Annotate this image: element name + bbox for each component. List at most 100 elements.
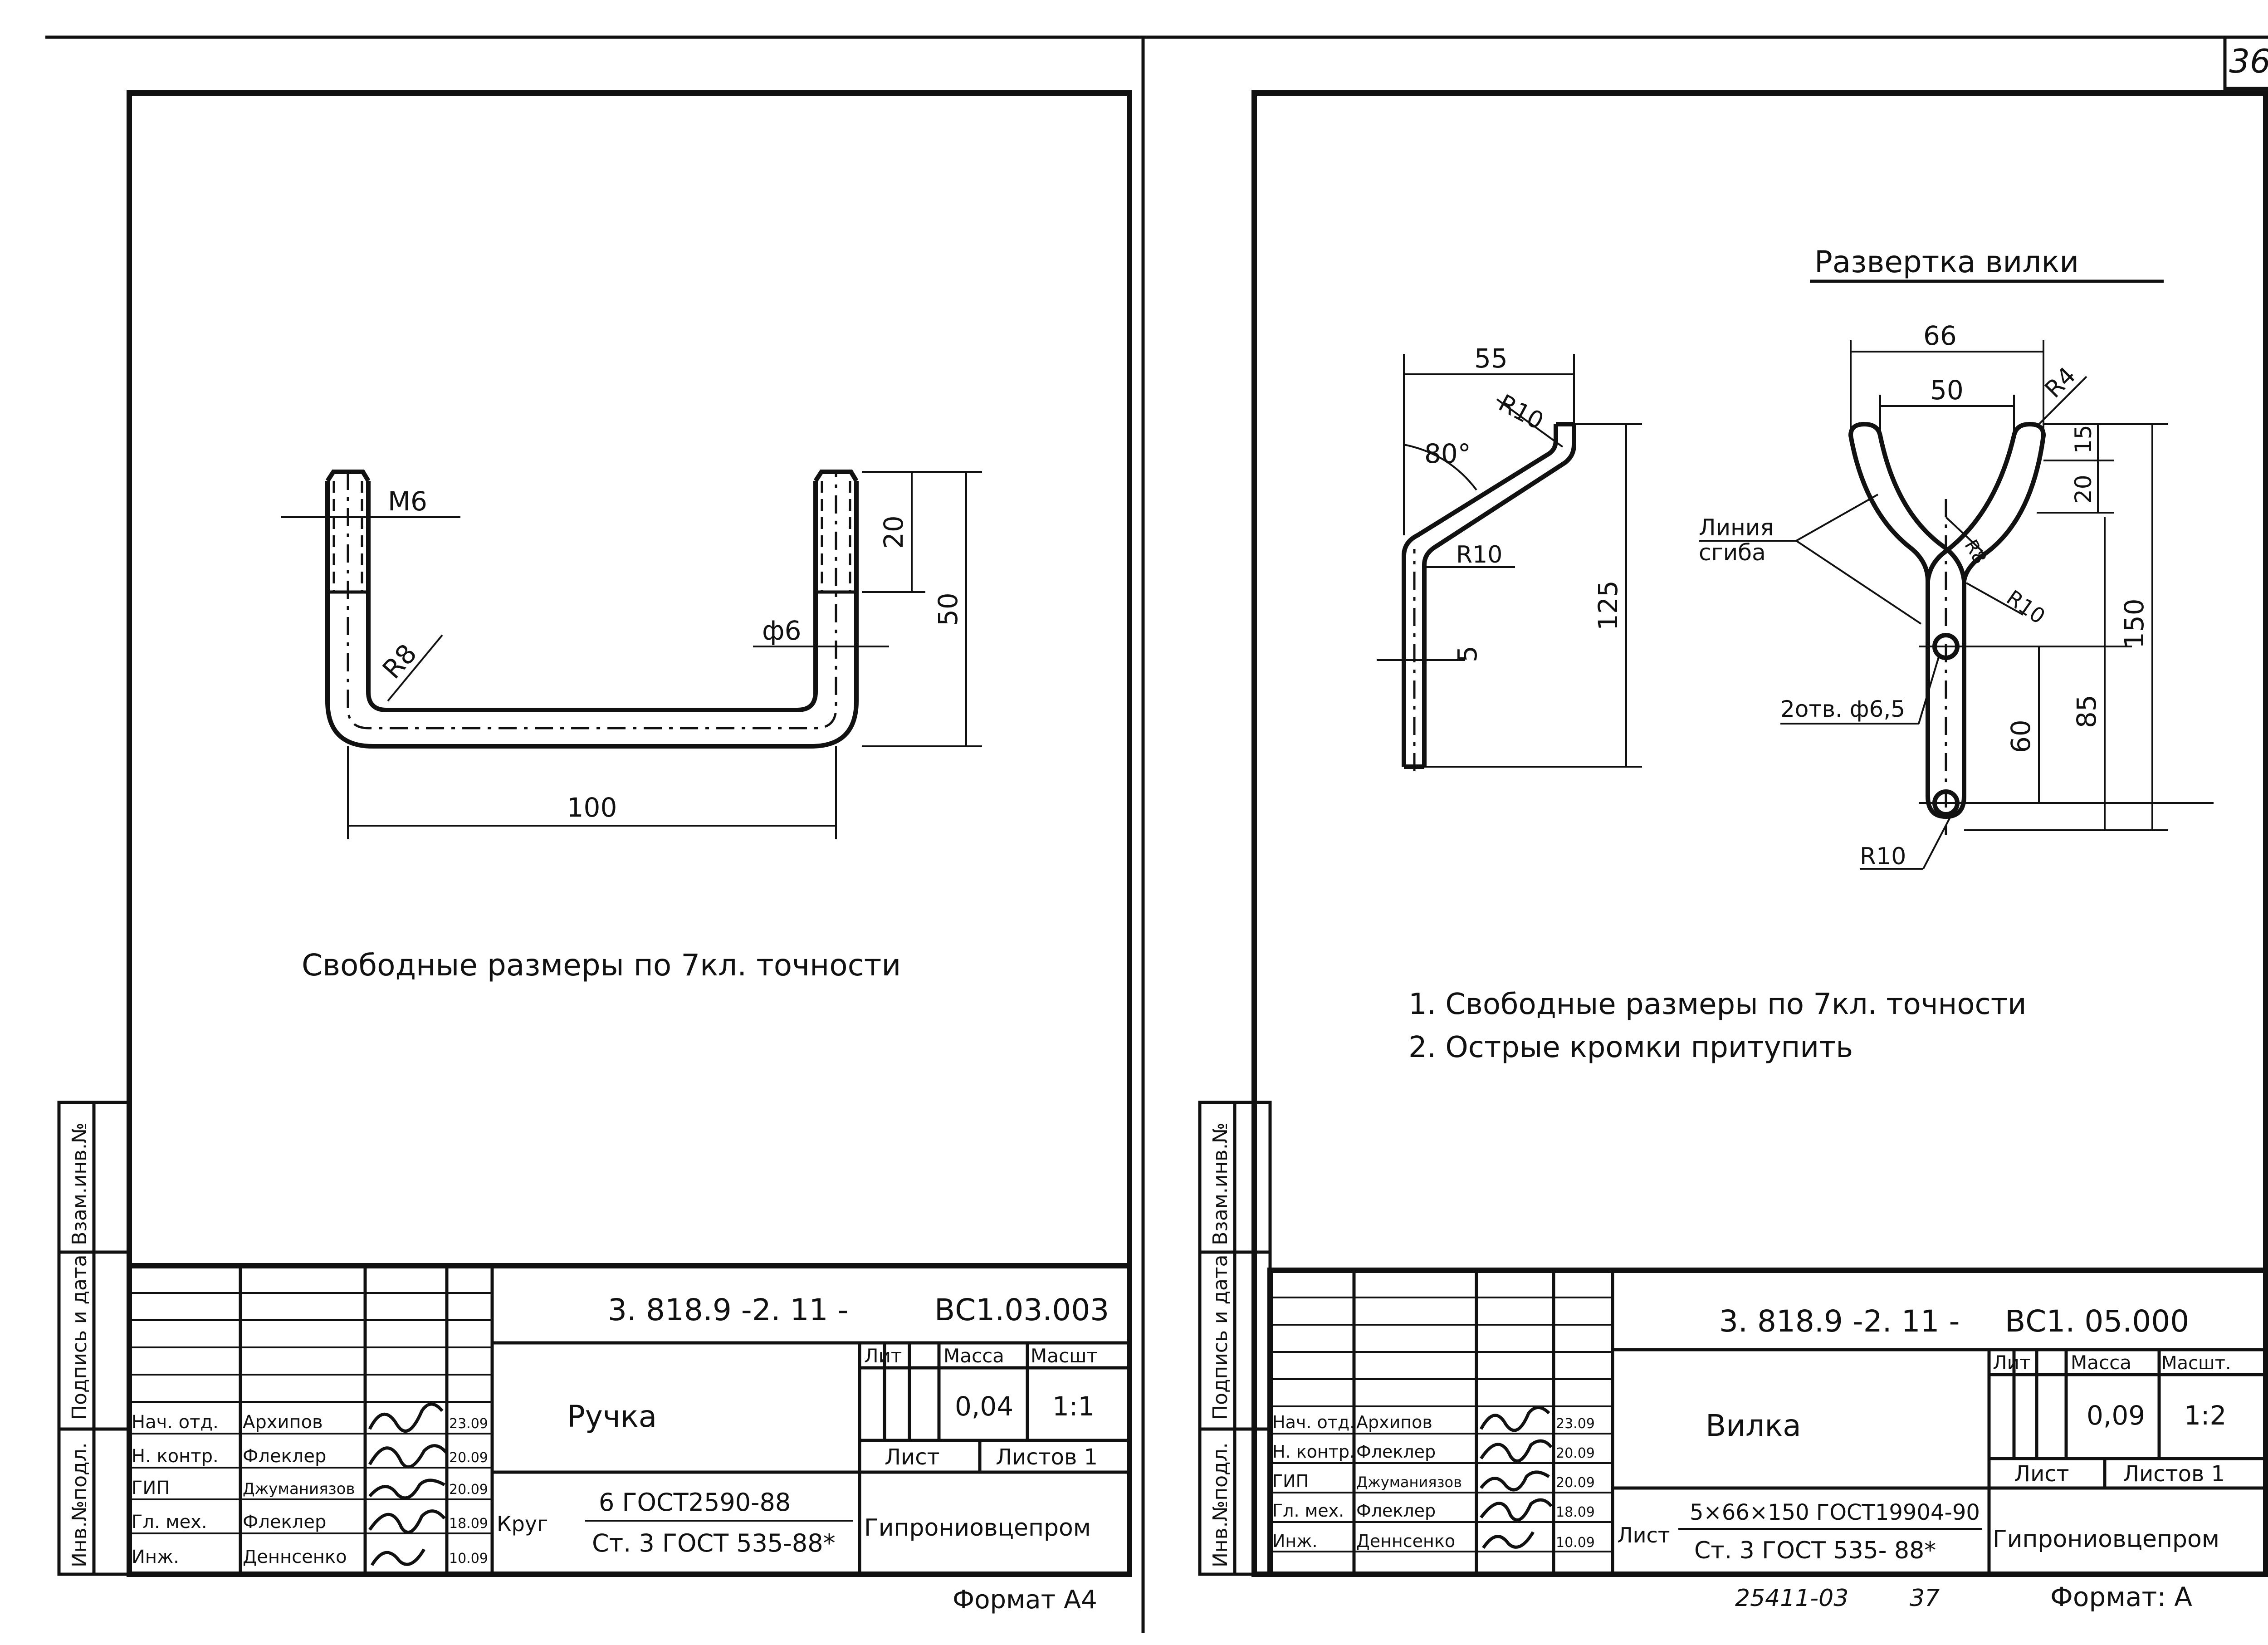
fork-profile-right <box>1422 424 1576 767</box>
right-scale-header: Масшт. <box>2161 1353 2231 1374</box>
right-staff-name: Флеклер <box>1356 1501 1436 1521</box>
signature-scribble <box>368 1509 446 1534</box>
left-stamp-col2: Подпись и дата <box>68 1255 91 1420</box>
right-sheet-header: Лист <box>2014 1461 2069 1487</box>
left-sheet-header: Лист <box>885 1444 940 1470</box>
signature-scribble <box>368 1402 444 1433</box>
thread-label: М6 <box>388 486 427 517</box>
signature-scribble <box>370 1548 426 1566</box>
right-staff-name: Флеклер <box>1356 1442 1436 1462</box>
flat-neck-radius: R10 <box>2002 585 2050 629</box>
right-staff-role: Нач. отд. <box>1272 1412 1355 1432</box>
right-staff-date: 18.09 <box>1556 1504 1595 1520</box>
left-mass-value: 0,04 <box>955 1391 1013 1422</box>
left-material-prefix: Круг <box>497 1512 548 1536</box>
page-number: 36 <box>2229 42 2268 80</box>
right-title-block: 3. 818.9 -2. 11 - ВС1. 05.000 Вилка Лит … <box>1267 1268 2268 1577</box>
handle-centerline <box>347 472 837 729</box>
left-material-bottom: Ст. 3 ГОСТ 535-88* <box>592 1529 836 1557</box>
signature-scribble <box>1479 1406 1550 1432</box>
right-stamp-col3: Взам.инв.№ <box>1209 1122 1232 1245</box>
left-staff-name: Архипов <box>243 1412 323 1433</box>
signature-scribble <box>1480 1470 1550 1492</box>
right-org: Гипрониовцепром <box>1993 1526 2219 1553</box>
right-staff-role: Н. контр. <box>1272 1442 1355 1462</box>
right-staff-name: Деннсенко <box>1356 1531 1455 1551</box>
signature-scribble <box>368 1479 445 1500</box>
right-staff-name: Джуманиязов <box>1356 1474 1462 1491</box>
right-sheets-header: Листов 1 <box>2123 1461 2225 1487</box>
left-sheet: Инв.№подл. Подпись и дата Взам.инв.№ М6 … <box>57 90 1132 1615</box>
left-staff-name: Джуманиязов <box>243 1480 355 1498</box>
right-material-bottom: Ст. 3 ГОСТ 535- 88* <box>1694 1537 1936 1564</box>
left-doc-code: 3. 818.9 -2. 11 - <box>608 1292 848 1327</box>
left-scale-header: Масшт <box>1031 1345 1098 1367</box>
left-staff-date: 20.09 <box>449 1450 488 1466</box>
left-staff-role: Нач. отд. <box>132 1412 219 1433</box>
side-radius-top: R10 <box>1494 390 1548 436</box>
right-part-name: Вилка <box>1706 1408 1801 1443</box>
bend-radius-label: R8 <box>376 638 423 685</box>
left-scale-value: 1:1 <box>1052 1391 1095 1422</box>
left-staff-name: Флеклер <box>243 1512 326 1532</box>
left-staff-date: 23.09 <box>449 1416 488 1432</box>
left-stamp-col3: Взам.инв.№ <box>68 1122 91 1245</box>
left-staff-role: ГИП <box>132 1478 170 1498</box>
bend-label-1: Линия <box>1699 514 1774 541</box>
right-staff-name: Архипов <box>1356 1412 1432 1432</box>
left-lit-header: Лит <box>864 1345 902 1367</box>
right-material-top: 5×66×150 ГОСТ19904-90 <box>1690 1500 1980 1525</box>
left-staff-date: 18.09 <box>449 1516 488 1532</box>
left-part-name: Ручка <box>567 1399 657 1434</box>
left-staff-role: Гл. мех. <box>132 1512 207 1532</box>
fork-flat-view: 66 50 R4 15 20 150 85 60 <box>1699 320 2214 870</box>
right-stamp-col1: Инв.№подл. <box>1209 1442 1232 1567</box>
right-mass-value: 0,09 <box>2087 1400 2145 1431</box>
right-staff-date: 20.09 <box>1556 1445 1595 1461</box>
right-staff-role: ГИП <box>1272 1471 1309 1491</box>
flat-total-len: 150 <box>2119 598 2150 649</box>
right-note-2: 2. Острые кромки притупить <box>1408 1031 1853 1064</box>
right-note-1: 1. Свободные размеры по 7кл. точности <box>1408 988 2027 1021</box>
left-staff-date: 10.09 <box>449 1551 488 1567</box>
diameter-label: ф6 <box>762 615 802 646</box>
fork-flat-contour <box>1926 421 2046 582</box>
width-dim: 100 <box>567 792 617 823</box>
left-format: Формат А4 <box>953 1585 1097 1615</box>
left-note: Свободные размеры по 7кл. точности <box>302 948 901 983</box>
left-title-block: 3. 818.9 -2. 11 - ВС1.03.003 Ручка Лит М… <box>127 1263 1132 1577</box>
total-height-dim: 50 <box>933 592 963 626</box>
right-staff-date: 23.09 <box>1556 1416 1595 1432</box>
handle-outer-contour <box>325 481 859 749</box>
bend-label-2: сгиба <box>1699 539 1766 566</box>
right-sheet: Инв.№подл. Подпись и дата Взам.инв.№ Раз… <box>1198 90 2268 1612</box>
side-radius-mid: R10 <box>1456 541 1502 568</box>
flat-lower-len: 85 <box>2071 695 2102 728</box>
left-staff-role: Н. контр. <box>132 1446 219 1467</box>
thread-length-dim: 20 <box>878 515 909 549</box>
flat-inner-width: 50 <box>1930 375 1964 406</box>
right-lit-header: Лит <box>1993 1351 2030 1374</box>
handle-drawing: М6 20 50 ф6 R8 100 <box>281 470 982 839</box>
fork-side-view: 55 80° R10 R10 5 125 <box>1377 343 1642 771</box>
right-staff-role: Гл. мех. <box>1272 1501 1344 1521</box>
flat-center-radius: R8 <box>1960 536 1990 568</box>
right-doc-code: 3. 818.9 -2. 11 - <box>1719 1304 1960 1339</box>
left-staff-name: Деннсенко <box>243 1547 347 1567</box>
side-thickness: 5 <box>1452 646 1483 662</box>
signature-scribble <box>1480 1439 1553 1463</box>
right-stamp-col2: Подпись и дата <box>1209 1255 1232 1420</box>
signature-scribble <box>1482 1531 1535 1549</box>
fork-profile-left <box>1402 424 1558 767</box>
side-width-dim: 55 <box>1474 343 1508 374</box>
left-material-top: 6 ГОСТ2590-88 <box>599 1488 791 1517</box>
right-scale-value: 1:2 <box>2184 1400 2226 1431</box>
page-number-box <box>2223 37 2268 90</box>
flat-hole-spacing: 60 <box>2005 720 2036 753</box>
archive-number: 25411-03 <box>1735 1585 1848 1612</box>
left-mass-header: Масса <box>943 1345 1004 1367</box>
flat-bottom-radius: R10 <box>1860 843 1906 870</box>
left-doc-code2: ВС1.03.003 <box>934 1292 1109 1327</box>
left-staff-name: Флеклер <box>243 1446 326 1467</box>
